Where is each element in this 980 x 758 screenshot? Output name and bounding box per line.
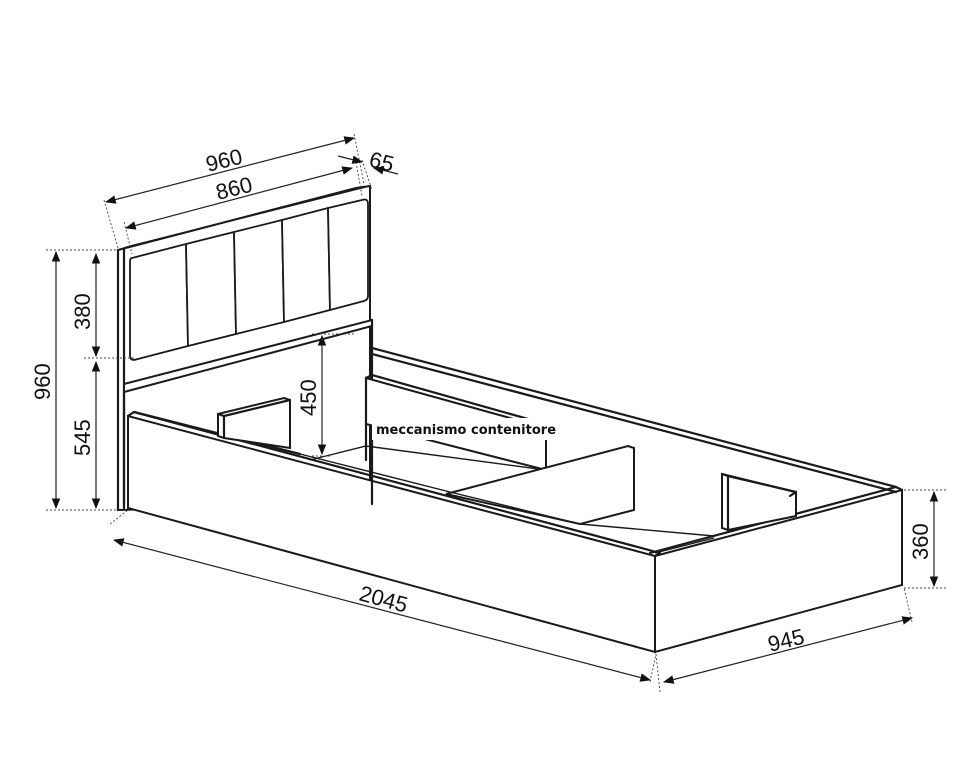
dim-cushion-width: 860 (213, 172, 255, 205)
left-side-panel (127, 414, 656, 654)
mechanism-label-box (372, 418, 548, 440)
left-support (217, 396, 291, 450)
right-side-top (370, 346, 898, 489)
headboard-cushions (129, 198, 369, 361)
dim-length: 2045 (357, 581, 411, 618)
cushion-4 (281, 207, 331, 323)
mechanism-label-text: meccanismo contenitore (376, 423, 556, 438)
cushion-5 (327, 198, 369, 311)
cushion-3 (233, 219, 285, 335)
dim-base-width: 945 (765, 624, 807, 657)
dim-headboard-thickness: 65 (367, 147, 397, 177)
dim-base-width-line (662, 616, 914, 684)
foot-panel (654, 488, 903, 654)
dim-headboard-width: 960 (203, 144, 245, 177)
dim-inner-height: 450 (296, 379, 321, 416)
cushion-1 (129, 243, 189, 361)
dim-base-height: 545 (70, 419, 95, 456)
dim-cushion-width-line (124, 166, 354, 230)
dim-cushion-height: 380 (70, 293, 95, 330)
dim-side-height: 360 (908, 523, 933, 560)
dim-total-height: 960 (30, 363, 55, 400)
mechanism-label: meccanismo contenitore (372, 418, 556, 440)
cushion-2 (185, 231, 237, 347)
dim-length-line (112, 538, 652, 682)
